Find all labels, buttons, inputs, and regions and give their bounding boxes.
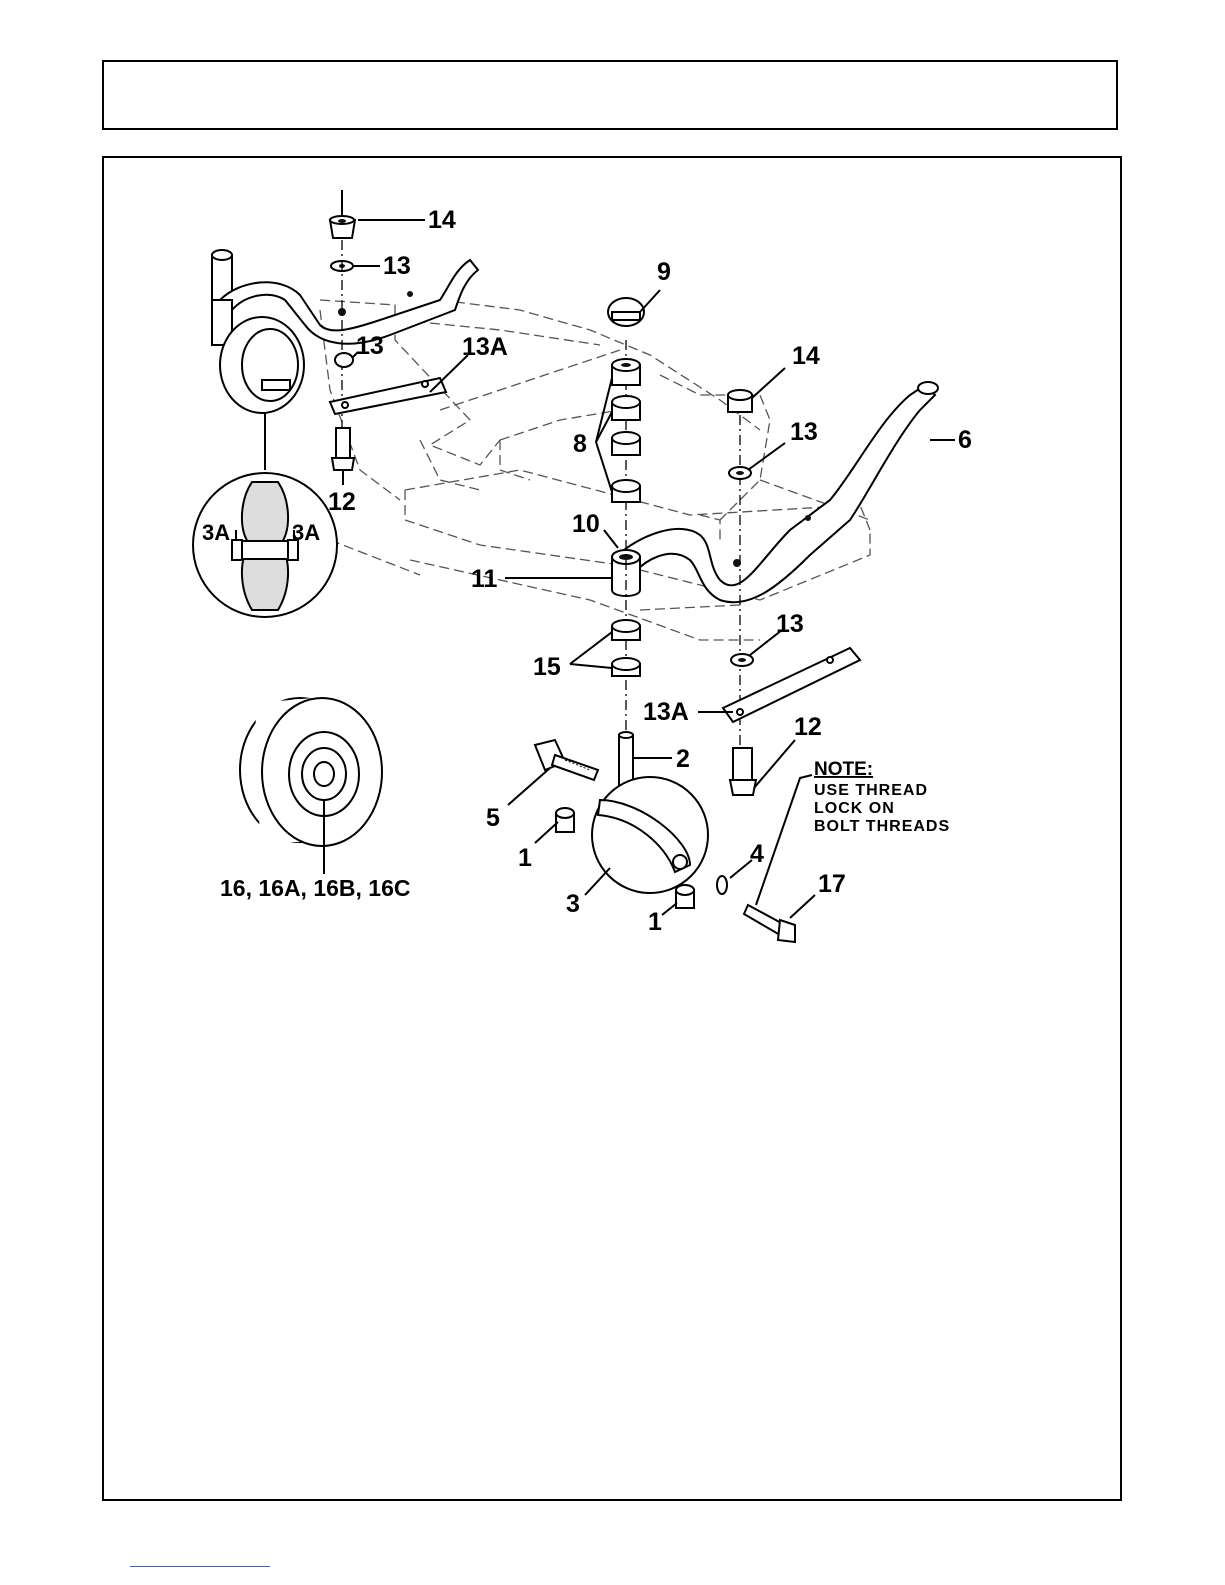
- callout-9: 9: [657, 258, 671, 286]
- lynch-pin-9: [608, 298, 644, 326]
- right-caster-arm: [618, 382, 938, 602]
- callout-8: 8: [573, 430, 587, 458]
- callout-6: 6: [958, 426, 972, 454]
- callout-1-right: 1: [648, 908, 662, 936]
- callout-3A-right: 3A: [292, 520, 320, 545]
- callout-13-right-top: 13: [790, 418, 818, 446]
- callout-17: 17: [818, 870, 846, 898]
- callout-12-left: 12: [328, 488, 356, 516]
- callout-15: 15: [533, 653, 561, 681]
- note-heading: NOTE:: [814, 759, 873, 780]
- callout-3: 3: [566, 890, 580, 918]
- callout-4: 4: [750, 840, 764, 868]
- callout-1-left: 1: [518, 844, 532, 872]
- note-line-3: BOLT THREADS: [814, 818, 950, 835]
- callout-11: 11: [471, 565, 498, 593]
- callout-16-series: 16, 16A, 16B, 16C: [220, 875, 411, 901]
- note-line-1: USE THREAD: [814, 782, 928, 799]
- callout-13-left-top: 13: [383, 252, 411, 280]
- callout-2: 2: [676, 745, 690, 773]
- hub-section-detail: [193, 412, 337, 617]
- callout-13A-left: 13A: [462, 333, 508, 361]
- thread-lock-note: NOTE: USE THREAD LOCK ON BOLT THREADS: [814, 759, 950, 835]
- callout-3A-left: 3A: [202, 520, 230, 545]
- callout-13-right-low: 13: [776, 610, 804, 638]
- callout-13-left-mid: 13: [356, 332, 384, 360]
- callout-14-right: 14: [792, 342, 820, 370]
- callout-5: 5: [486, 804, 500, 832]
- bushings-8: [612, 340, 640, 740]
- deck-outline: [320, 300, 870, 640]
- callout-13A-right: 13A: [643, 698, 689, 726]
- note-line-2: LOCK ON: [814, 800, 895, 817]
- callout-12-right: 12: [794, 713, 822, 741]
- callout-14-left: 14: [428, 206, 456, 234]
- callout-10: 10: [572, 510, 600, 538]
- replacement-wheel-16: [240, 697, 382, 874]
